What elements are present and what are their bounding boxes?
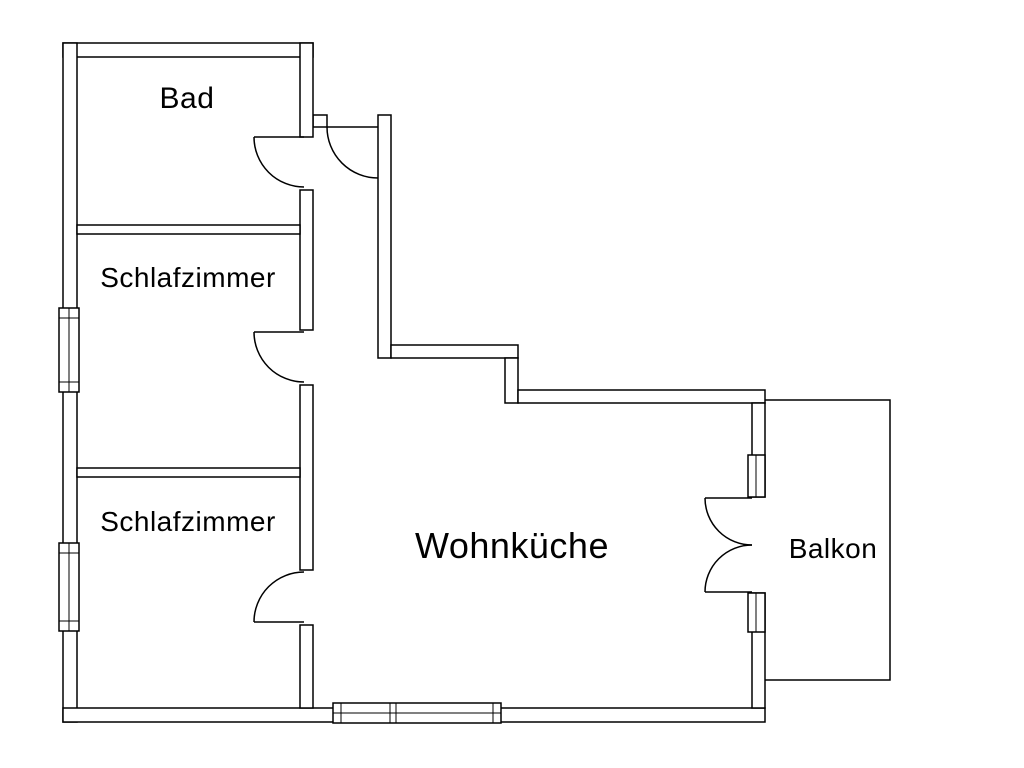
doors [253,126,753,623]
bedroom-bedroom-divider-wall [76,467,301,478]
bedroom2-door [253,571,305,623]
window-right-upper [747,454,766,498]
room-label-bad: Bad [160,82,215,115]
outer-walls [62,42,766,723]
divider-wall-segment-3 [299,384,314,571]
wall-step-lower [517,389,766,404]
balcony-door-lower-arc [704,544,753,593]
balcony-border [765,399,891,681]
wall-step-upper [390,344,519,359]
wall-kitchen-left [377,114,392,359]
wall-step-vertical [504,357,519,404]
wall-entry-stub [312,114,328,128]
bedroom1-door [253,331,305,383]
divider-wall-segment-2 [299,189,314,331]
room-label-wohnkueche: Wohnküche [415,525,609,566]
interior-walls [76,42,314,709]
entrance-door-arc [326,126,379,179]
window-right-lower [747,592,766,633]
bad-door [253,136,305,188]
room-label-schlafzimmer-2: Schlafzimmer [100,506,276,537]
bedroom2-door-arc [253,571,305,623]
balcony-door-upper-arc [704,497,753,546]
balcony-double-door [704,497,753,593]
window-left-lower [58,542,80,632]
bad-door-arc [253,136,305,188]
wall-top [62,42,314,58]
balcony-outline [765,399,891,681]
room-label-balkon: Balkon [789,533,878,564]
room-label-schlafzimmer-1: Schlafzimmer [100,262,276,293]
divider-wall-segment-4 [299,624,314,709]
room-labels: Bad Schlafzimmer Schlafzimmer Wohnküche … [100,82,877,566]
window-bottom [332,702,502,724]
divider-wall-segment-1 [299,42,314,138]
entrance-door [326,126,379,179]
bad-bedroom-divider-wall [76,224,301,235]
window-left-upper [58,307,80,393]
bedroom1-door-arc [253,331,305,383]
windows [58,307,766,724]
